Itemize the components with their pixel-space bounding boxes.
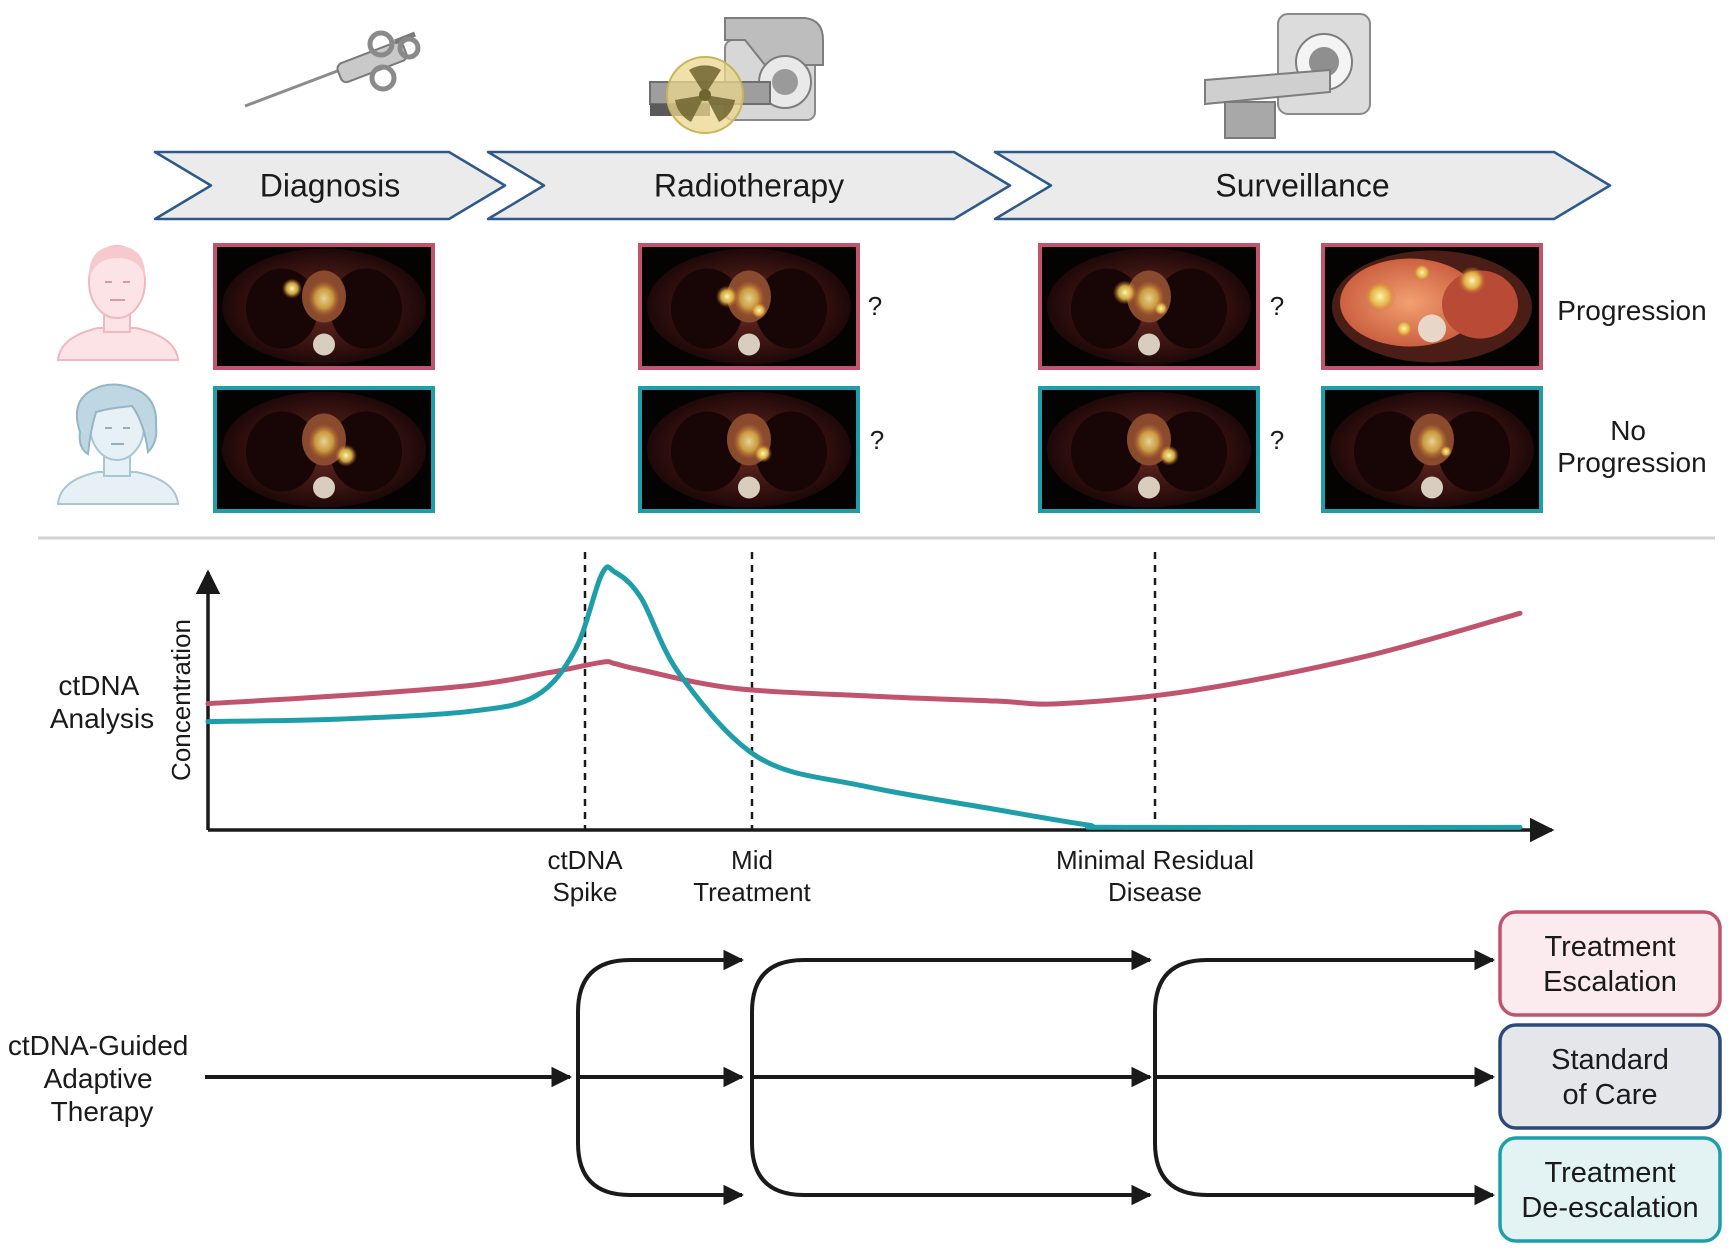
phase-chevron-diagnosis: Diagnosis xyxy=(153,150,507,221)
ct-scanner-icon xyxy=(1204,13,1371,139)
ctdna-curve-non-progressor xyxy=(205,564,1523,831)
pet-scan-diagnosis-progressor xyxy=(213,243,435,370)
pet-scan-followup-progression xyxy=(1321,243,1543,370)
outcome-no-progression: No Progression xyxy=(1557,415,1706,478)
question-mark: ? xyxy=(1270,291,1284,321)
question-mark: ? xyxy=(870,425,884,455)
ctdna-curve-progressor xyxy=(205,610,1523,707)
radiotherapy-machine-icon xyxy=(649,17,824,134)
question-mark: ? xyxy=(868,291,882,321)
phase-label: Radiotherapy xyxy=(654,168,844,204)
syringe-icon xyxy=(244,30,421,108)
outcome-progression: Progression xyxy=(1557,295,1706,326)
question-mark: ? xyxy=(1270,425,1284,455)
ctdna-analysis-label: ctDNA Analysis xyxy=(50,670,154,734)
phase-chevron-radiotherapy: Radiotherapy xyxy=(486,150,1012,221)
pet-scan-radiotherapy-non-progressor xyxy=(638,386,860,513)
pet-scan-surveillance-non-progressor xyxy=(1038,386,1260,513)
female-patient-icon xyxy=(56,383,180,505)
pet-scan-surveillance-progressor xyxy=(1038,243,1260,370)
phase-label: Diagnosis xyxy=(260,168,401,204)
y-axis-label: Concentration xyxy=(166,619,196,781)
pet-scan-followup-no-progression xyxy=(1321,386,1543,513)
adaptive-therapy-label: ctDNA-Guided Adaptive Therapy xyxy=(8,1030,196,1127)
phase-label: Surveillance xyxy=(1215,168,1389,204)
pet-scan-radiotherapy-progressor xyxy=(638,243,860,370)
pet-scan-diagnosis-non-progressor xyxy=(213,386,435,513)
male-patient-icon xyxy=(56,245,180,361)
phase-chevron-surveillance: Surveillance xyxy=(993,150,1612,221)
